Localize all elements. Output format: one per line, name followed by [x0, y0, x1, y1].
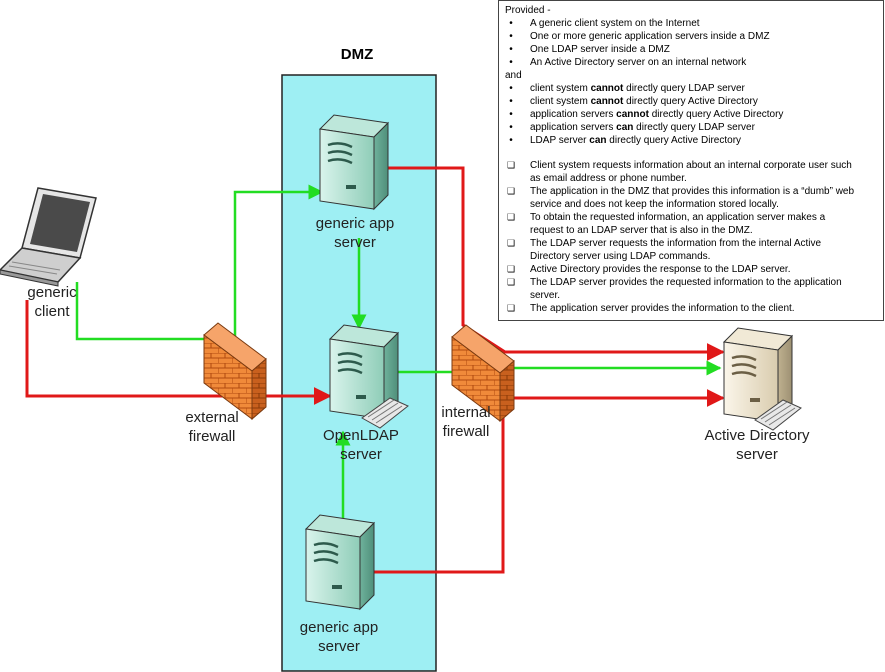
active-directory-label: Active Directory server [704, 427, 810, 463]
app-bottom-to-ad-red-line [372, 389, 725, 574]
app-top-to-ad-red-line [385, 166, 725, 361]
bullet-icon: • [509, 109, 513, 120]
bullet-icon: • [509, 31, 513, 42]
step-item: ❑ The application server provides the inf… [505, 302, 877, 315]
step-item: ❑ To obtain the requested information, an… [505, 211, 877, 237]
provided-list: • A generic client system on the Internet… [505, 17, 877, 69]
internal-firewall-label: internal firewall [441, 404, 491, 440]
checkbox-square-icon: ❑ [506, 277, 516, 287]
step-item-line: The application in the DMZ that provides… [530, 186, 855, 197]
provided-item-text: An Active Directory server on an interna… [530, 57, 747, 68]
step-item: ❑ The LDAP server requests the informatio… [505, 237, 877, 263]
provided-item-text: One or more generic application servers … [530, 31, 770, 42]
bullet-icon: • [509, 44, 513, 55]
step-item-line: The application server provides the info… [530, 303, 795, 314]
step-item-line: server. [530, 290, 561, 301]
bullet-icon: • [509, 18, 513, 29]
rule-item: • application servers cannot directly que… [505, 108, 877, 121]
and-word: and [505, 70, 522, 81]
step-item-line: Directory server using LDAP commands. [530, 251, 711, 262]
step-item: ❑ Active Directory provides the response … [505, 263, 877, 276]
provided-item: • One LDAP server inside a DMZ [505, 43, 877, 56]
notes-box: Provided - • A generic client system on t… [498, 0, 884, 321]
checkbox-square-icon: ❑ [506, 303, 516, 313]
dmz-title: DMZ [340, 46, 374, 63]
laptop-icon [0, 187, 97, 287]
rule-keyword: cannot [616, 109, 649, 120]
ldap-label: OpenLDAP server [323, 427, 399, 463]
step-item: ❑ Client system requests information abou… [505, 159, 877, 185]
step-item-line: The LDAP server provides the requested i… [530, 277, 842, 288]
external-firewall-label: external firewall [185, 409, 239, 445]
server-icon-app-bottom [304, 514, 376, 611]
rule-item-text: client system cannot directly query Acti… [530, 96, 758, 107]
checkbox-square-icon: ❑ [506, 160, 516, 170]
provided-item-text: A generic client system on the Internet [530, 18, 700, 29]
step-item-line: as email address or phone number. [530, 173, 687, 184]
step-item-line: To obtain the requested information, an … [530, 212, 826, 223]
checkbox-square-icon: ❑ [506, 238, 516, 248]
step-item-line: Client system requests information about… [530, 160, 852, 171]
step-item-line: Active Directory provides the response t… [530, 264, 791, 275]
bullet-icon: • [509, 122, 513, 133]
firewall-icon-internal [451, 324, 515, 423]
rule-keyword: cannot [590, 96, 624, 107]
rule-item: • client system cannot directly query Act… [505, 95, 877, 108]
rule-item: • client system cannot directly query LDA… [505, 82, 877, 95]
firewall-icon-external [203, 322, 267, 421]
checkbox-square-icon: ❑ [506, 212, 516, 222]
rule-item: • application servers can directly query … [505, 121, 877, 134]
keyboard-icon-active-directory [754, 399, 802, 431]
keyboard-icon-ldap [361, 397, 409, 429]
provided-item: • An Active Directory server on an intern… [505, 56, 877, 69]
bullet-icon: • [509, 135, 513, 146]
checkbox-square-icon: ❑ [506, 186, 516, 196]
rule-keyword: can [616, 122, 634, 133]
bullet-icon: • [509, 57, 513, 68]
rule-item-text: client system cannot directly query LDAP… [530, 83, 745, 94]
step-item-line: request to an LDAP server that is also i… [530, 225, 753, 236]
rule-item-text: application servers cannot directly quer… [530, 109, 784, 120]
provided-item: • A generic client system on the Internet [505, 17, 877, 30]
server-icon-app-top [318, 114, 390, 211]
provided-item: • One or more generic application servers… [505, 30, 877, 43]
client-label: generic client [27, 284, 77, 320]
rule-item-text: LDAP server can directly query Active Di… [530, 135, 742, 146]
bullet-icon: • [509, 83, 513, 94]
rule-keyword: cannot [590, 83, 624, 94]
rule-item: • LDAP server can directly query Active D… [505, 134, 877, 147]
step-item-line: service and does not keep the informatio… [530, 199, 779, 210]
step-item-line: The LDAP server requests the information… [530, 238, 822, 249]
rule-item-text: application servers can directly query L… [530, 122, 755, 133]
steps-list: ❑ Client system requests information abou… [505, 159, 877, 315]
step-item: ❑ The application in the DMZ that provide… [505, 185, 877, 211]
app-bottom-label: generic app server [299, 619, 379, 655]
app-top-label: generic app server [315, 215, 395, 251]
provided-item-text: One LDAP server inside a DMZ [530, 44, 670, 55]
rules-list: • client system cannot directly query LDA… [505, 82, 877, 147]
step-item: ❑ The LDAP server provides the requested … [505, 276, 877, 302]
notes-heading: Provided - [505, 5, 551, 16]
ldap-to-ad-green-line [398, 360, 722, 376]
bullet-icon: • [509, 96, 513, 107]
rule-keyword: can [589, 135, 607, 146]
checkbox-square-icon: ❑ [506, 264, 516, 274]
